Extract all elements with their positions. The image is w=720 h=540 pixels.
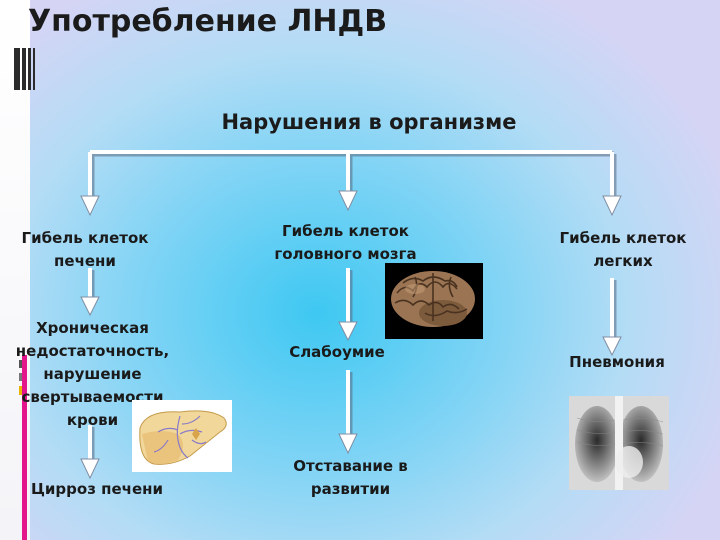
- arrowhead-chronic: [80, 296, 100, 317]
- node-brain-death: Гибель клеток головного мозга: [274, 222, 417, 263]
- accent-line: [22, 355, 27, 540]
- arrowhead-liver: [80, 195, 100, 217]
- liver-image: [132, 400, 232, 472]
- node-lung-death: Гибель клеток легких: [559, 229, 687, 270]
- node-pneumonia: Пневмония: [569, 353, 665, 371]
- node-dementia: Слабоумие: [289, 343, 385, 361]
- arrowhead-delay: [338, 433, 358, 455]
- arrowhead-brain: [338, 190, 358, 212]
- lung-xray-image: [569, 396, 669, 490]
- arrowhead-lung: [602, 195, 622, 217]
- brain-image: [385, 263, 483, 339]
- slide-title: Употребление ЛНДВ: [28, 4, 388, 39]
- node-cirrhosis: Цирроз печени: [30, 480, 164, 498]
- arrowhead-pneumonia: [602, 336, 622, 357]
- node-developmental-delay: Отставание в развитии: [293, 457, 408, 498]
- arrowhead-dementia: [338, 321, 358, 342]
- node-liver-death: Гибель клеток печени: [21, 229, 149, 270]
- arrowhead-cirrhosis: [80, 458, 100, 480]
- diagram-heading: Нарушения в организме: [221, 110, 517, 134]
- node-chronic-insufficiency: Хроническая недостаточность, нарушение с…: [15, 319, 170, 429]
